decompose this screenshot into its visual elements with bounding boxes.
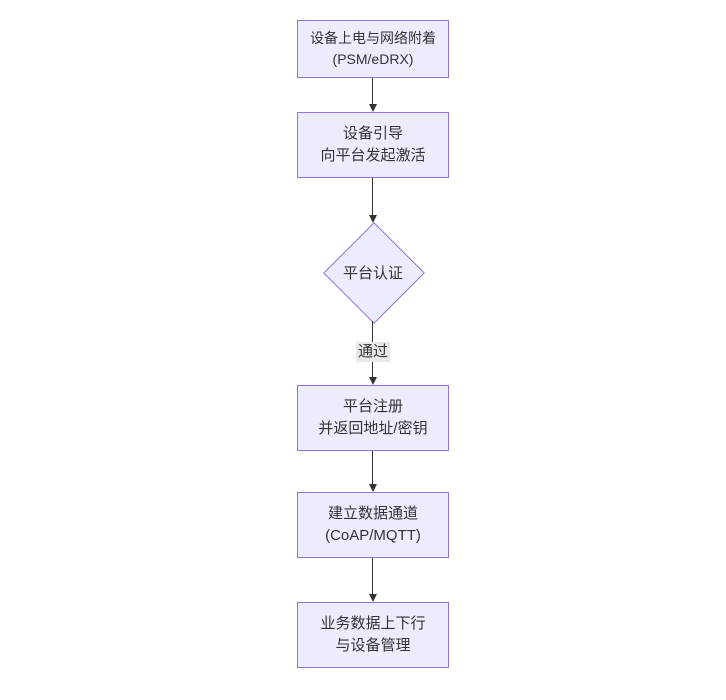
node-text-line: 平台注册: [342, 397, 403, 415]
node-text-line: 设备引导: [342, 124, 403, 142]
node-data-channel: 建立数据通道 (CoAP/MQTT): [297, 492, 449, 558]
arrow-down-icon: [368, 215, 377, 223]
node-text-line: 建立数据通道: [327, 504, 418, 522]
node-business-data: 业务数据上下行 与设备管理: [297, 602, 449, 668]
edge-power-to-bootstrap: [368, 78, 377, 112]
edge-bootstrap-to-auth: [368, 178, 377, 223]
node-text-line: 业务数据上下行: [320, 614, 426, 632]
node-platform-auth: 平台认证: [322, 221, 425, 324]
edge-line: [372, 451, 373, 484]
arrow-down-icon: [368, 484, 377, 492]
node-text-line: 平台认证: [342, 264, 403, 282]
node-text-line: (CoAP/MQTT): [325, 527, 421, 544]
node-text-line: (PSM/eDRX): [332, 51, 414, 67]
edge-channel-to-business: [368, 558, 377, 602]
node-text-line: 并返回地址/密钥: [318, 420, 428, 437]
node-register: 平台注册 并返回地址/密钥: [297, 385, 449, 451]
edge-line: [372, 558, 373, 594]
edge-register-to-channel: [368, 451, 377, 492]
node-bootstrap: 设备引导 向平台发起激活: [297, 112, 449, 178]
node-text-line: 设备上电与网络附着: [310, 30, 436, 46]
arrow-down-icon: [368, 594, 377, 602]
edge-label-pass: 通过: [355, 342, 391, 362]
edge-line: [372, 78, 373, 104]
arrow-down-icon: [368, 377, 377, 385]
edge-line: [372, 178, 373, 215]
arrow-down-icon: [368, 104, 377, 112]
node-text-line: 与设备管理: [335, 637, 411, 654]
node-text-line: 向平台发起激活: [320, 147, 426, 164]
node-power-attach: 设备上电与网络附着 (PSM/eDRX): [297, 20, 449, 78]
